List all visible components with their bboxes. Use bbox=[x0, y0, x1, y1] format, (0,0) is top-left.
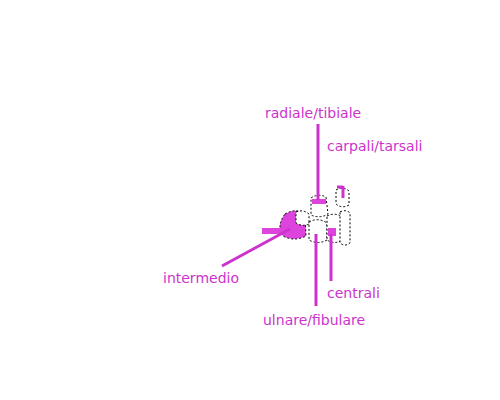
ulnare-bone bbox=[309, 220, 327, 243]
small-bone bbox=[296, 211, 309, 225]
leader-line bbox=[315, 234, 318, 306]
leader-line bbox=[222, 229, 290, 266]
part-label: centrali bbox=[327, 285, 380, 301]
leader-line bbox=[330, 234, 333, 281]
part-label: ulnare/fibulare bbox=[263, 312, 365, 328]
leader-line bbox=[337, 186, 343, 189]
tarsal-bone bbox=[340, 211, 350, 245]
part-label: intermedio bbox=[163, 270, 239, 286]
leader-line bbox=[317, 124, 320, 200]
part-label: carpali/tarsali bbox=[327, 138, 422, 154]
leader-lines bbox=[222, 124, 343, 306]
part-label: radiale/tibiale bbox=[265, 105, 361, 121]
